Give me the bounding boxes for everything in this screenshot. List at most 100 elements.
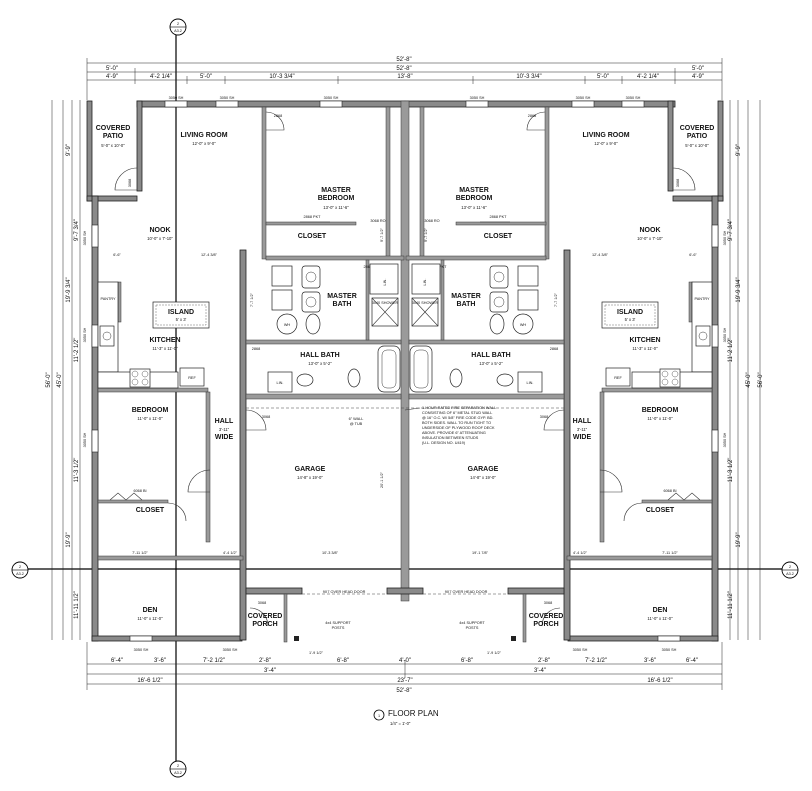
interior-walls bbox=[97, 106, 713, 643]
lin-right bbox=[411, 263, 441, 295]
dim-label: 16'-6 1/2" bbox=[137, 678, 162, 684]
pantry-label: PANTRY bbox=[694, 297, 710, 301]
room-dim: 5'-0" x 10'-0" bbox=[685, 143, 709, 148]
window-tag: 3050 SH bbox=[223, 648, 238, 652]
door-tag: 3068 RO bbox=[370, 219, 385, 223]
door-tag: 3068 bbox=[544, 601, 552, 605]
dim-label: 19'-9" bbox=[736, 532, 742, 547]
door-tag: 2868 PKT bbox=[304, 215, 322, 219]
room-dim: 5' x 3' bbox=[176, 317, 187, 322]
dim-label: 6'-4" bbox=[686, 658, 698, 664]
window-tag: 3050 SH bbox=[134, 648, 149, 652]
plan-marker-num: 1 bbox=[378, 714, 380, 718]
room-dim: 13'-0" x 11'-6" bbox=[461, 205, 487, 210]
lin-left bbox=[369, 263, 399, 295]
tub-right bbox=[409, 345, 433, 393]
overall-width-dim: 52'-8" bbox=[396, 57, 411, 63]
misc-dim: 19'-1 7/8" bbox=[472, 551, 489, 555]
dim-label: 19'-9 3/4" bbox=[66, 277, 72, 302]
room-label-nook: NOOK bbox=[150, 227, 171, 234]
room-label-garage: GARAGE bbox=[468, 466, 499, 473]
door-tag: 2868 bbox=[274, 114, 282, 118]
room-label-hall-wide: WIDE bbox=[573, 434, 592, 441]
bottom-dimensions: 6'-4" 3'-6" 7'-2 1/2" 2'-8" 6'-8" 4'-0" … bbox=[86, 642, 723, 694]
inner-width-dim: 52'-8" bbox=[396, 66, 411, 72]
room-dim: 12'-0" x 9'-0" bbox=[594, 141, 618, 146]
lin-label: LIN. bbox=[527, 381, 534, 385]
dim-label: 3'-6" bbox=[644, 658, 656, 664]
section-marker-right[interactable]: 2 A3.2 bbox=[781, 561, 799, 579]
water-heater-right bbox=[512, 313, 534, 335]
misc-dim: 10'-3 3/8" bbox=[322, 551, 339, 555]
dim-label: 2'-8" bbox=[259, 658, 271, 664]
dim-label: 11'-2 1/2" bbox=[728, 338, 734, 363]
section-marker-left[interactable]: 2 A3.2 bbox=[11, 561, 29, 579]
door-tag: 6068 BI bbox=[133, 489, 146, 493]
lin-label: LIN. bbox=[423, 279, 427, 286]
room-dim: 13'-0" x 11'-6" bbox=[323, 205, 349, 210]
section-marker-top[interactable]: 2 A3.2 bbox=[169, 18, 187, 36]
dim-label: 4'-9" bbox=[692, 74, 704, 80]
misc-dim: 12'-4 3/8" bbox=[592, 253, 609, 257]
plan-title: FLOOR PLAN bbox=[388, 709, 439, 718]
section-marker-sheet: A3.2 bbox=[174, 771, 182, 775]
dim-label: 2'-8" bbox=[538, 658, 550, 664]
room-label-bedroom: BEDROOM bbox=[132, 407, 169, 414]
dim-label: 6'-8" bbox=[461, 658, 473, 664]
dim-label: 11'-3 1/2" bbox=[728, 458, 734, 483]
room-label-hall-bath: HALL BATH bbox=[471, 352, 510, 359]
room-label-hall-bath: HALL BATH bbox=[300, 352, 339, 359]
dim-label: 19'-9" bbox=[66, 532, 72, 547]
misc-dim: 7'-11 1/2" bbox=[132, 551, 148, 555]
dim-label: 13'-8" bbox=[397, 74, 412, 80]
dim-label: 4'-2 1/4" bbox=[150, 74, 172, 80]
room-dim: 11'-0" x 11'-0" bbox=[647, 616, 673, 621]
room-label-den: DEN bbox=[653, 607, 668, 614]
room-dim: 11'-3" x 11'-0" bbox=[632, 346, 658, 351]
window-tag: 3050 SH bbox=[576, 96, 591, 100]
window-tag: 3050 SH bbox=[723, 432, 727, 447]
room-dim: 5' x 3' bbox=[625, 317, 636, 322]
door-tag: 6068 BI bbox=[663, 489, 676, 493]
section-marker-bottom[interactable]: 2 A3.2 bbox=[169, 760, 187, 778]
water-heater-label: WH bbox=[284, 323, 291, 327]
section-marker-num: 2 bbox=[177, 764, 179, 768]
dim-label: 3'-6" bbox=[154, 658, 166, 664]
pantry-label: PANTRY bbox=[100, 297, 116, 301]
dim-label: 9'-7 3/4" bbox=[74, 219, 80, 241]
room-label-garage: GARAGE bbox=[295, 466, 326, 473]
dim-label: 5'-0" bbox=[200, 74, 212, 80]
ref-left bbox=[179, 367, 205, 387]
dim-label: 6'-8" bbox=[337, 658, 349, 664]
misc-dim: 6'-6" bbox=[113, 253, 121, 257]
section-marker-sheet: A3.2 bbox=[16, 572, 24, 576]
lin-label: LIN. bbox=[383, 279, 387, 286]
dim-label: 3'-4" bbox=[534, 668, 546, 674]
fixtures: WH 3040 SHOWER LIN. WH 3040 SHOWER LIN. … bbox=[97, 263, 713, 641]
window-tag: 3050 SH bbox=[723, 327, 727, 342]
room-label-closet: CLOSET bbox=[136, 507, 165, 514]
window-tag: 3050 SH bbox=[220, 96, 235, 100]
room-label-living-room: LIVING ROOM bbox=[582, 132, 629, 139]
dim-label: 9'-9" bbox=[66, 144, 72, 156]
room-dim: 3'-11" bbox=[219, 427, 230, 432]
misc-dim: 7'-7 1/2" bbox=[554, 292, 558, 307]
note-wall-tub: 6" WALL@ TUB bbox=[349, 417, 364, 426]
room-label-hall: HALL bbox=[573, 418, 592, 425]
room-dim: 11'-0" x 11'-0" bbox=[137, 416, 163, 421]
dim-label: 3'-4" bbox=[264, 668, 276, 674]
room-label-closet: CLOSET bbox=[646, 507, 675, 514]
room-label-kitchen: KITCHEN bbox=[629, 337, 660, 344]
window-tag: 3050 SH bbox=[723, 230, 727, 245]
section-marker-sheet: A3.2 bbox=[174, 29, 182, 33]
room-dim: 13'-0" x 5'-2" bbox=[479, 361, 503, 366]
